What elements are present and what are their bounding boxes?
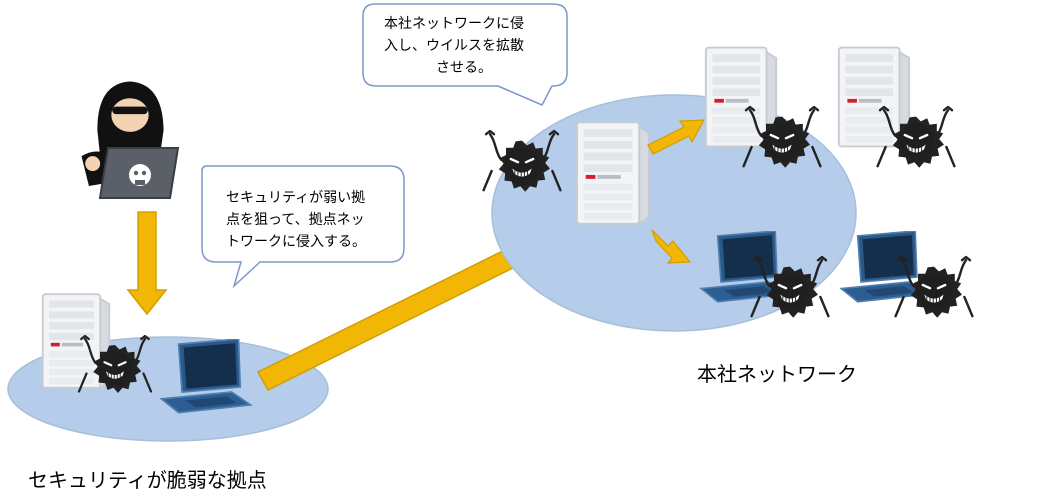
- top-bubble-line-2: 入し、ウイルスを拡散: [384, 38, 524, 54]
- right-network-label: 本社ネットワーク: [697, 362, 857, 386]
- middle-bubble-line-2: 点を狙って、拠点ネッ: [226, 212, 365, 228]
- speech-bubble-middle: セキュリティが弱い拠 点を狙って、拠点ネッ トワークに侵入する。: [201, 165, 405, 289]
- hq-arrow-upper-icon: [647, 119, 706, 155]
- hq-arrow-lower-icon: [651, 229, 692, 264]
- hq-laptop-2-icon: [840, 231, 928, 303]
- hq-server-2-icon: [837, 46, 911, 148]
- hq-entry-server-icon: [575, 121, 651, 225]
- down-arrow-icon: [126, 211, 168, 316]
- middle-bubble-line-1: セキュリティが弱い拠: [226, 190, 365, 206]
- top-bubble-line-3: させる。: [436, 60, 492, 76]
- hacker-group: [81, 81, 180, 199]
- middle-bubble-line-3: トワークに侵入する。: [226, 233, 366, 250]
- top-bubble-line-1: 本社ネットワークに侵: [384, 15, 524, 32]
- left-network: [7, 293, 329, 442]
- left-network-label: セキュリティが脆弱な拠点: [28, 468, 267, 492]
- speech-bubble-top: 本社ネットワークに侵 入し、ウイルスを拡散 させる。: [362, 3, 568, 106]
- right-network: [482, 46, 974, 332]
- skull-icon: [129, 164, 151, 186]
